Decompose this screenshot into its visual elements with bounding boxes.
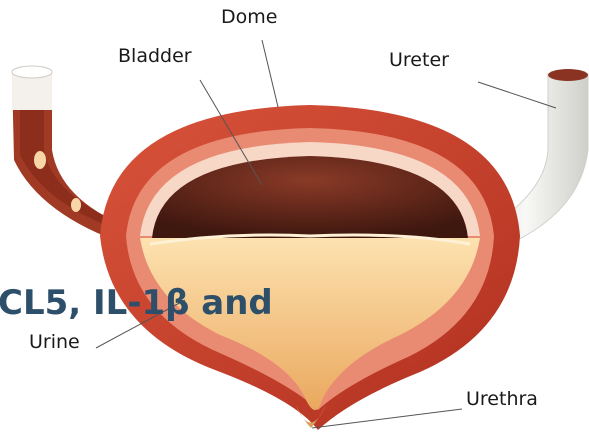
ureter-leader-line xyxy=(478,82,556,108)
dome-leader-line xyxy=(262,40,278,107)
overlay-text: CL5, IL-1β and xyxy=(0,286,273,320)
ureter-label: Ureter xyxy=(389,51,449,70)
dome-label: Dome xyxy=(221,8,277,27)
bladder-label: Bladder xyxy=(118,47,192,66)
urethra-label: Urethra xyxy=(466,390,538,409)
urine-label: Urine xyxy=(29,333,80,352)
